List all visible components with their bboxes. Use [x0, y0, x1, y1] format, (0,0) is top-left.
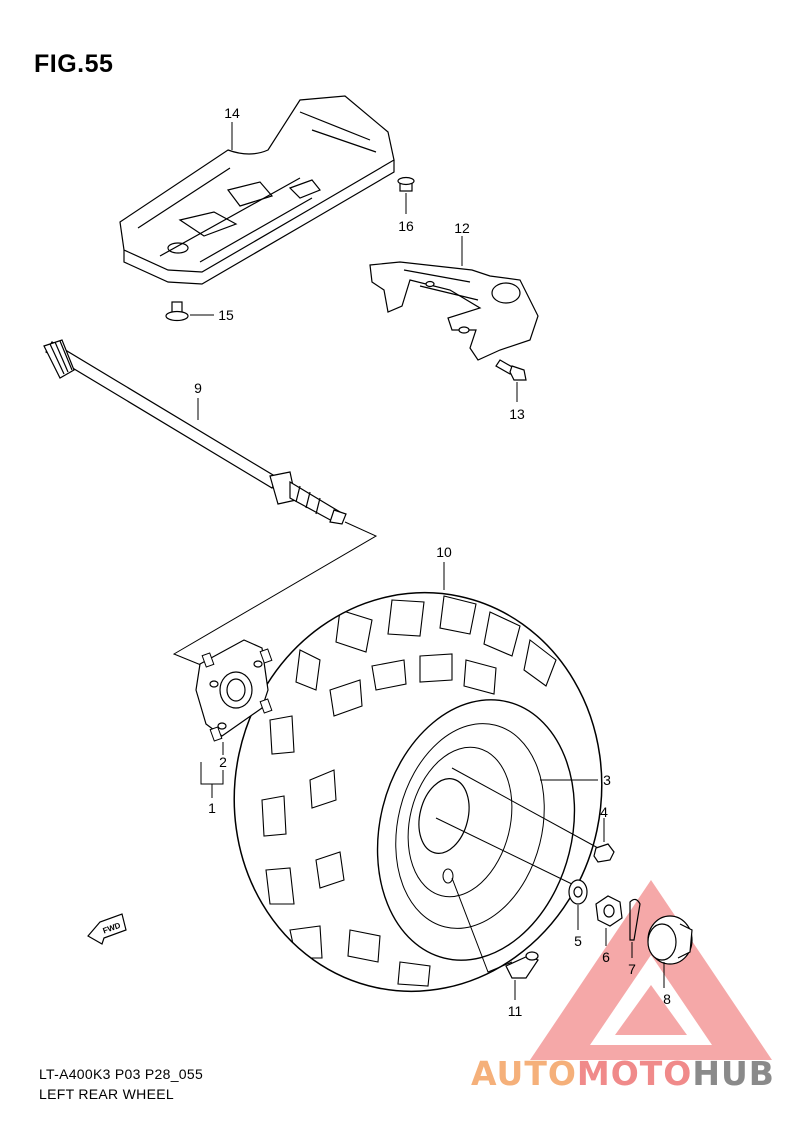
- watermark-logo: AUTOMOTOHUB: [471, 1054, 775, 1093]
- stud: [201, 648, 273, 742]
- figure-title: FIG.55: [34, 50, 114, 78]
- fwd-arrow: FWD: [87, 913, 127, 945]
- tire: [233, 591, 603, 993]
- callout-8: 8: [663, 991, 671, 1007]
- bolt-13: [495, 359, 527, 381]
- wheel-nut: [593, 843, 615, 863]
- callout-15: 15: [218, 307, 234, 323]
- model-code: LT-A400K3 P03 P28_055: [39, 1066, 204, 1082]
- callout-10: 10: [436, 544, 452, 560]
- bracket: [369, 261, 539, 361]
- callout-11: 11: [508, 1003, 523, 1019]
- callout-5: 5: [574, 933, 582, 949]
- callout-4: 4: [600, 804, 608, 820]
- callout-7: 7: [628, 961, 636, 977]
- callout-13: 13: [509, 406, 525, 422]
- callout-1: 1: [208, 800, 216, 816]
- assembly-line-axle: [435, 817, 577, 887]
- bolt-15: [165, 301, 189, 322]
- watermark-part-auto: AUTO: [471, 1054, 577, 1093]
- callout-6: 6: [602, 949, 610, 965]
- assembly-line-nut: [451, 767, 599, 849]
- callout-12: 12: [454, 220, 470, 236]
- callout-9: 9: [194, 380, 202, 396]
- callout-2: 2: [219, 754, 227, 770]
- callout-16: 16: [398, 218, 414, 234]
- watermark-triangle: [530, 880, 772, 1060]
- diagram-name: LEFT REAR WHEEL: [39, 1086, 174, 1102]
- drive-shaft: [43, 339, 347, 525]
- valve: [505, 951, 539, 979]
- hub-cap: [647, 915, 693, 965]
- bolt-16: [397, 176, 415, 192]
- assembly-line-valve: [451, 877, 513, 973]
- callout-3: 3: [603, 772, 611, 788]
- castle-nut: [595, 895, 623, 927]
- cotter-pin: [629, 898, 641, 941]
- skid-plate: [119, 95, 395, 285]
- watermark-part-hub: HUB: [692, 1054, 775, 1093]
- callout-14: 14: [224, 105, 240, 121]
- washer: [568, 879, 588, 905]
- watermark-part-moto: MOTO: [576, 1054, 693, 1093]
